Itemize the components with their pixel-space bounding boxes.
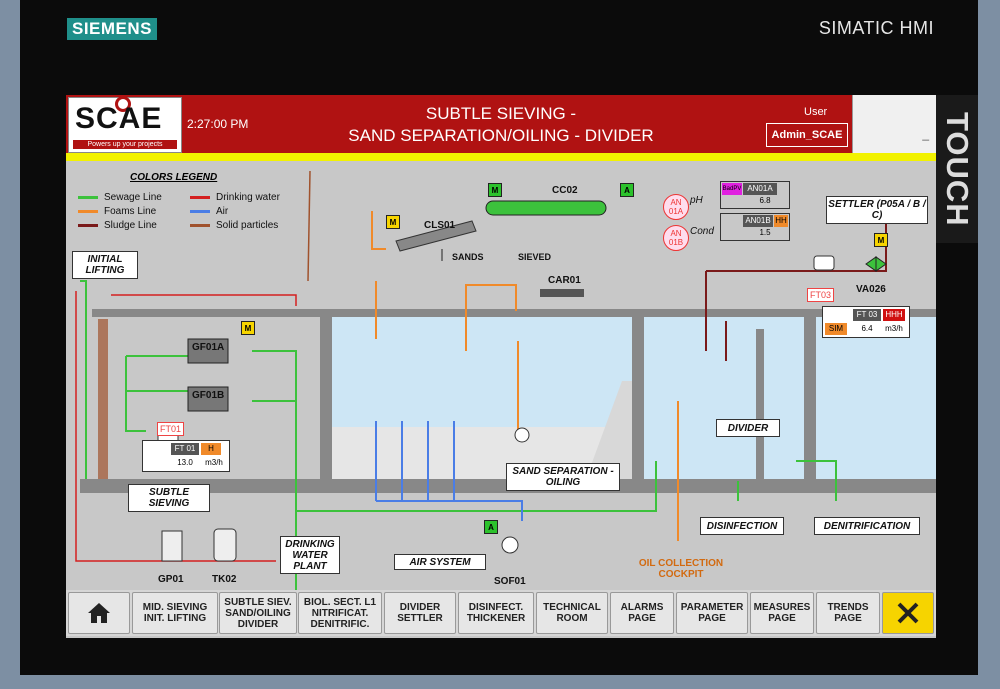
- sand-separation-box[interactable]: SAND SEPARATION - OILING: [506, 463, 620, 491]
- car01-label: CAR01: [548, 275, 581, 286]
- an01a-symbol[interactable]: AN 01A: [663, 194, 689, 220]
- hmi-screen: SCAE Powers up your projects 2:27:00 PM …: [66, 95, 936, 638]
- cls01-label: CLS01: [424, 220, 456, 231]
- cc02-label: CC02: [552, 185, 578, 196]
- initial-lifting-box[interactable]: INITIAL LIFTING: [72, 251, 138, 279]
- ft01-value: 13.0: [177, 458, 193, 467]
- tools-icon: [897, 602, 919, 624]
- page-title: SUBTLE SIEVING - SAND SEPARATION/OILING …: [316, 103, 686, 147]
- sof01-auto-badge[interactable]: A: [484, 520, 498, 534]
- an01b-display[interactable]: AN01B HH 1.5: [720, 213, 790, 241]
- nav-technical-room[interactable]: TECHNICAL ROOM: [536, 592, 608, 634]
- bad-pv-badge: BadPV: [722, 183, 742, 195]
- ph-label: pH: [690, 195, 703, 206]
- legend-solid: Solid particles: [190, 220, 278, 231]
- an01a-display[interactable]: BadPV AN01A 6.8: [720, 181, 790, 209]
- ft03-name: FT 03: [853, 309, 881, 321]
- an01a-name: AN01A: [743, 183, 777, 195]
- scae-logo: SCAE Powers up your projects: [68, 96, 182, 153]
- nav-mid-sieving[interactable]: MID. SIEVING INIT. LIFTING: [132, 592, 218, 634]
- siemens-logo: SIEMENS: [67, 18, 157, 40]
- legend-sewage: Sewage Line: [78, 192, 162, 203]
- status-box: _: [852, 95, 936, 153]
- nav-measures[interactable]: MEASURES PAGE: [750, 592, 814, 634]
- sof01-label: SOF01: [494, 576, 526, 587]
- process-diagram: [75, 170, 936, 590]
- legend-title: COLORS LEGEND: [130, 172, 218, 183]
- gf01a-mode-badge[interactable]: M: [241, 321, 255, 335]
- gp01-label: GP01: [158, 574, 184, 585]
- va026-mode-badge[interactable]: M: [874, 233, 888, 247]
- cc02-auto-badge[interactable]: A: [620, 183, 634, 197]
- hhh-alarm-badge: HHH: [883, 309, 905, 321]
- va026-label: VA026: [856, 284, 886, 295]
- logo-text: SCAE: [75, 102, 163, 135]
- nav-subtle-sieving[interactable]: SUBTLE SIEV. SAND/OILING DIVIDER: [219, 592, 297, 634]
- sands-label: SANDS: [452, 252, 484, 262]
- cc02-mode-badge[interactable]: M: [488, 183, 502, 197]
- disinfection-box[interactable]: DISINFECTION: [700, 517, 784, 535]
- home-button[interactable]: [68, 592, 130, 634]
- ft01-unit: m3/h: [205, 458, 223, 467]
- settler-box[interactable]: SETTLER (P05A / B / C): [826, 196, 928, 224]
- ft03-value: 6.4: [861, 324, 873, 333]
- legend-drinking: Drinking water: [190, 192, 280, 203]
- logo-tagline: Powers up your projects: [73, 140, 177, 149]
- sieved-label: SIEVED: [518, 252, 552, 262]
- legend-sludge: Sludge Line: [78, 220, 157, 231]
- cls01-mode-badge[interactable]: M: [386, 215, 400, 229]
- home-icon: [88, 603, 110, 623]
- h-alarm-badge: H: [201, 443, 221, 455]
- bottom-nav: MID. SIEVING INIT. LIFTING SUBTLE SIEV. …: [66, 590, 936, 636]
- gear-icon: [115, 96, 131, 112]
- nav-biol-sect[interactable]: BIOL. SECT. L1 NITRIFICAT. DENITRIFIC.: [298, 592, 382, 634]
- an01b-symbol[interactable]: AN 01B: [663, 225, 689, 251]
- legend-air: Air: [190, 206, 228, 217]
- subtle-sieving-box[interactable]: SUBTLE SIEVING: [128, 484, 210, 512]
- gf01a-label: GF01A: [192, 342, 225, 353]
- header-bar: SCAE Powers up your projects 2:27:00 PM …: [66, 95, 936, 153]
- clock: 2:27:00 PM: [187, 117, 249, 131]
- ft03-tag[interactable]: FT03: [807, 288, 835, 302]
- hh-alarm-badge: HH: [774, 215, 788, 227]
- air-system-box[interactable]: AIR SYSTEM: [394, 554, 486, 570]
- gf01b-label: GF01B: [192, 390, 225, 401]
- title-line2: SAND SEPARATION/OILING - DIVIDER: [348, 126, 654, 145]
- an01a-value: 6.8: [759, 196, 771, 205]
- oil-collection-label: OIL COLLECTION COCKPIT: [638, 558, 724, 580]
- nav-parameter[interactable]: PARAMETER PAGE: [676, 592, 748, 634]
- touch-label: TOUCH: [936, 95, 978, 243]
- cond-label: Cond: [690, 226, 714, 237]
- ft03-display[interactable]: FT 03 HHH SIM 6.4 m3/h: [822, 306, 910, 338]
- tk02-label: TK02: [212, 574, 237, 585]
- yellow-band: [66, 153, 936, 161]
- drinking-plant-box[interactable]: DRINKING WATER PLANT: [280, 536, 340, 574]
- an01b-name: AN01B: [743, 215, 773, 227]
- legend-foams: Foams Line: [78, 206, 156, 217]
- nav-divider-settler[interactable]: DIVIDER SETTLER: [384, 592, 456, 634]
- nav-trends[interactable]: TRENDS PAGE: [816, 592, 880, 634]
- ft01-name: FT 01: [171, 443, 199, 455]
- tools-button[interactable]: [882, 592, 934, 634]
- ft01-tag[interactable]: FT01: [157, 422, 185, 436]
- title-line1: SUBTLE SIEVING -: [425, 104, 577, 123]
- divider-box[interactable]: DIVIDER: [716, 419, 780, 437]
- denitrification-box[interactable]: DENITRIFICATION: [814, 517, 920, 535]
- user-label: User: [804, 106, 828, 118]
- ft03-unit: m3/h: [885, 324, 903, 333]
- ft01-display[interactable]: FT 01 H 13.0 m3/h: [142, 440, 230, 472]
- sim-badge: SIM: [825, 323, 847, 335]
- device-model: SIMATIC HMI: [818, 18, 934, 38]
- user-button[interactable]: Admin_SCAE: [766, 123, 848, 147]
- nav-disinfect[interactable]: DISINFECT. THICKENER: [458, 592, 534, 634]
- an01b-value: 1.5: [759, 228, 771, 237]
- nav-alarms[interactable]: ALARMS PAGE: [610, 592, 674, 634]
